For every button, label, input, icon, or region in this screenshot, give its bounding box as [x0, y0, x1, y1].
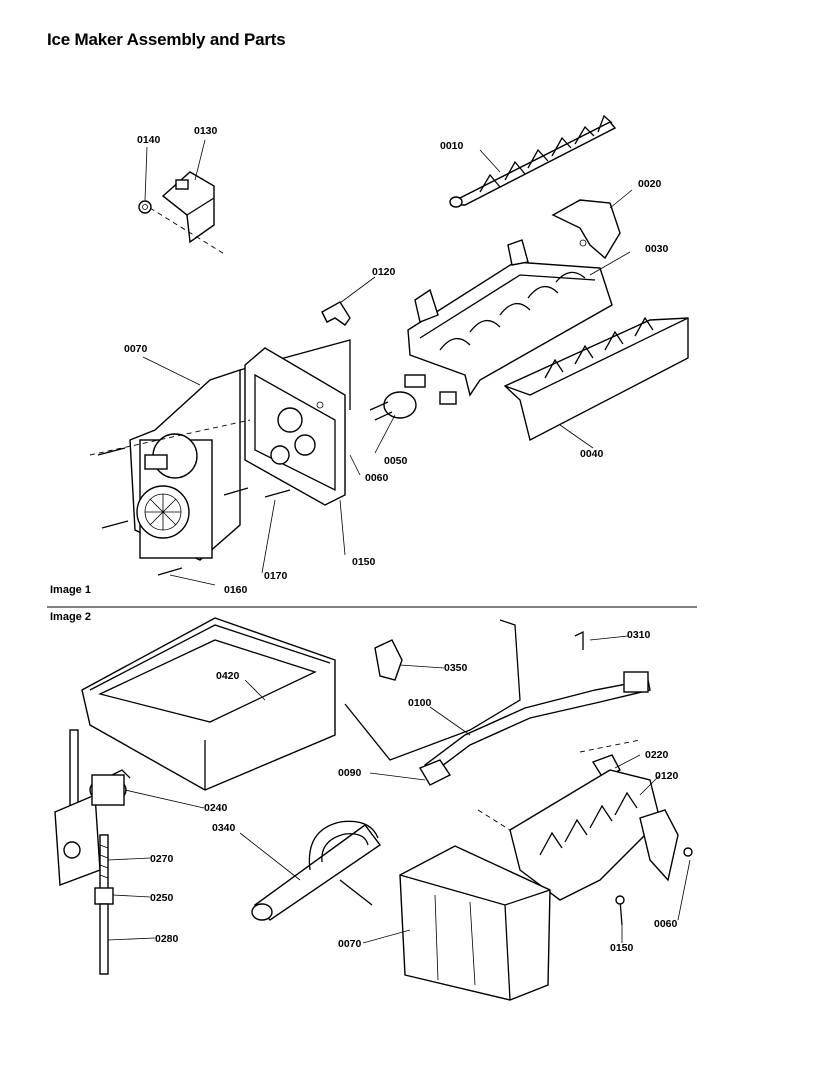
water-valve-assembly	[54, 729, 131, 975]
part-callout: 0010	[440, 140, 464, 152]
part-callout: 0060	[365, 472, 389, 484]
mold-assembly-0120	[477, 769, 679, 901]
screw-0310	[574, 630, 584, 650]
part-callout: 0150	[610, 942, 634, 954]
part-callout: 0070	[124, 343, 148, 355]
ice-bucket-0420	[81, 617, 336, 791]
frame-0150	[244, 347, 346, 506]
part-callout: 0120	[372, 266, 396, 278]
screw-0140	[138, 200, 152, 214]
mold-0030	[407, 239, 613, 397]
part-callout: 0340	[212, 822, 236, 834]
housing-0070	[129, 339, 351, 561]
part-callout: 0250	[150, 892, 174, 904]
ejector-0010	[449, 114, 617, 208]
screw-0060b	[683, 847, 693, 857]
clip-0350	[374, 639, 403, 681]
part-callout: 0120	[655, 770, 679, 782]
section-label-image2: Image 2	[50, 611, 91, 623]
part-callout: 0060	[654, 918, 678, 930]
fill-tube-0340	[251, 820, 381, 921]
tray-0040	[503, 316, 689, 442]
part-callout: 0100	[408, 697, 432, 709]
leader-lines-image2	[107, 635, 691, 944]
part-callout: 0150	[352, 556, 376, 568]
stripper-0020	[551, 199, 621, 260]
connector-0090	[418, 759, 452, 786]
section-label-image1: Image 1	[50, 584, 91, 596]
part-callout: 0140	[137, 134, 161, 146]
part-callout: 0040	[580, 448, 604, 460]
part-callout: 0240	[204, 802, 228, 814]
screws-image1	[89, 419, 291, 576]
part-callout: 0220	[645, 749, 669, 761]
part-callout: 0280	[155, 933, 179, 945]
part-callout: 0050	[384, 455, 408, 467]
clip-0120	[321, 301, 351, 326]
part-callout: 0020	[638, 178, 662, 190]
part-callout: 0270	[150, 853, 174, 865]
cover-bracket-0130	[149, 171, 227, 256]
page-title: Ice Maker Assembly and Parts	[47, 30, 286, 49]
part-callout: 0310	[627, 629, 651, 641]
screw-0150b	[615, 895, 625, 926]
part-callout: 0090	[338, 767, 362, 779]
part-callout: 0350	[444, 662, 468, 674]
motor-0050	[369, 374, 457, 421]
harness-0100	[344, 619, 651, 777]
part-callout: 0420	[216, 670, 240, 682]
part-callout: 0030	[645, 243, 669, 255]
part-callout: 0160	[224, 584, 248, 596]
leader-lines-image1	[142, 139, 633, 586]
part-callout: 0070	[338, 938, 362, 950]
cover-0070	[399, 845, 551, 1001]
part-callout: 0170	[264, 570, 288, 582]
part-callout: 0130	[194, 125, 218, 137]
